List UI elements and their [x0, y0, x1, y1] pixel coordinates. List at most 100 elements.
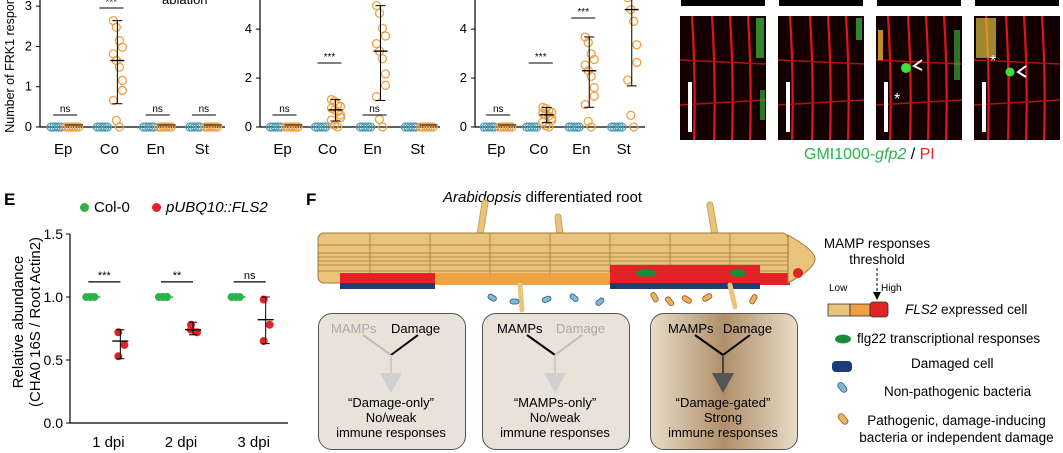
- plot3-ytick-label: 2: [460, 70, 467, 85]
- teal-point: [532, 122, 542, 132]
- high-label: High: [881, 283, 902, 294]
- plot2-ytick-label: 0: [245, 119, 252, 134]
- e-sig-label: ***: [98, 270, 112, 282]
- plot3-category-label: Ep: [487, 141, 505, 158]
- bacteria-cluster: [878, 30, 883, 60]
- teal-point: [529, 122, 539, 132]
- e-fls2-point: [120, 340, 129, 349]
- cell-wall: [875, 99, 963, 106]
- box3-q2: Strong: [703, 410, 743, 425]
- legend-dot-col0: [80, 203, 89, 212]
- orange-point: [117, 42, 128, 52]
- orange-point: [502, 122, 512, 132]
- orange-point: [632, 57, 642, 68]
- legend-partial: ablation: [162, 0, 208, 7]
- legend-path-line2: bacteria or independent damage: [859, 430, 1054, 445]
- orange-point: [423, 122, 433, 132]
- cell-wall: [973, 99, 1061, 106]
- bacteria-cluster: [954, 30, 960, 80]
- bacteria-cluster: [756, 18, 764, 58]
- orange-point: [380, 69, 391, 79]
- box1-result: “Damage-only” No/weak immune responses: [318, 395, 464, 440]
- cell-wall: [1022, 15, 1028, 140]
- low-label: Low: [829, 283, 848, 294]
- plot1-category-label: En: [146, 141, 164, 158]
- e-sig-label: **: [173, 270, 182, 282]
- teal-point: [51, 122, 61, 132]
- orange-point: [425, 122, 436, 132]
- cell-wall: [808, 15, 814, 140]
- e-category-label: 3 dpi: [237, 434, 270, 451]
- legend-col0: Col-0: [94, 199, 130, 216]
- orange-point: [117, 75, 128, 86]
- teal-point: [270, 122, 281, 132]
- box2-mamps: MAMPs: [497, 321, 543, 336]
- plot2-category-label: Ep: [273, 141, 291, 158]
- panel-e-legend: Col-0 pUBQ10::FLS2: [80, 199, 268, 216]
- orange-point: [589, 91, 599, 101]
- plot1-ytick-label: 1: [25, 79, 32, 94]
- panel-f-letter: F: [306, 190, 317, 209]
- box2-result: “MAMPs-only” No/weak immune responses: [482, 395, 628, 440]
- orange-point: [623, 75, 633, 85]
- e-ytick-label: 0.5: [44, 352, 64, 368]
- microscopy-panels: **: [679, 0, 1061, 140]
- orange-point: [114, 122, 125, 132]
- orange-point: [626, 110, 636, 120]
- teal-point: [363, 122, 373, 132]
- scale-bar: [688, 82, 692, 132]
- orange-point: [428, 122, 438, 132]
- orange-point: [288, 122, 298, 132]
- teal-point: [365, 122, 376, 132]
- bacteria-cluster: [856, 18, 862, 40]
- micro-top-strip: [777, 0, 865, 8]
- e-ytick-label: 1.5: [44, 226, 64, 242]
- cell-wall: [906, 15, 912, 140]
- gfp-cell: [1005, 67, 1015, 77]
- sig-label: ***: [535, 52, 547, 63]
- sig-label: ***: [106, 0, 118, 8]
- plot1-ytick-label: 2: [25, 38, 32, 53]
- orange-point: [111, 22, 122, 32]
- plot3-ytick-label: 0: [460, 119, 467, 134]
- cell-wall: [924, 15, 930, 140]
- orange-point: [380, 80, 391, 90]
- cell-wall: [777, 59, 865, 65]
- e-ytick-label: 0.0: [44, 415, 64, 431]
- orange-point: [163, 122, 174, 132]
- teal-point: [612, 122, 622, 132]
- orange-point: [371, 92, 382, 102]
- orange-point: [212, 122, 223, 132]
- e-category-label: 2 dpi: [165, 434, 198, 451]
- micro-top-strip: [875, 0, 963, 8]
- micro-top-strip: [679, 0, 767, 8]
- teal-point: [572, 122, 582, 132]
- cell-wall: [788, 15, 794, 140]
- teal-point: [97, 122, 108, 132]
- box3-q3: immune responses: [668, 425, 778, 440]
- orange-point: [629, 16, 639, 26]
- orange-point: [374, 114, 385, 125]
- box1-q1: “Damage-only”: [348, 395, 434, 410]
- orange-point: [210, 122, 220, 132]
- orange-point: [586, 122, 596, 132]
- cell-wall: [1004, 15, 1010, 140]
- plot1-category-label: St: [195, 141, 210, 158]
- cell-wall: [690, 15, 696, 140]
- legend-fls2-rest: expressed cell: [937, 302, 1028, 317]
- cell-wall: [886, 15, 892, 140]
- orange-point: [380, 31, 391, 41]
- box-arrows: [362, 334, 751, 393]
- orange-point: [589, 54, 599, 65]
- panel-f-title-italic: Arabidopsis: [443, 189, 522, 206]
- teal-point: [190, 122, 200, 132]
- sig-label: ***: [577, 7, 589, 18]
- plot2-category-label: En: [363, 141, 381, 158]
- teal-point: [100, 122, 110, 132]
- bacteria-cluster: [976, 18, 996, 58]
- box1-mamps: MAMPs: [331, 321, 377, 336]
- orange-point: [623, 0, 632, 3]
- panel-e-ylabel-line1: Relative abundance: [10, 255, 27, 389]
- caption-red: PI: [919, 146, 935, 163]
